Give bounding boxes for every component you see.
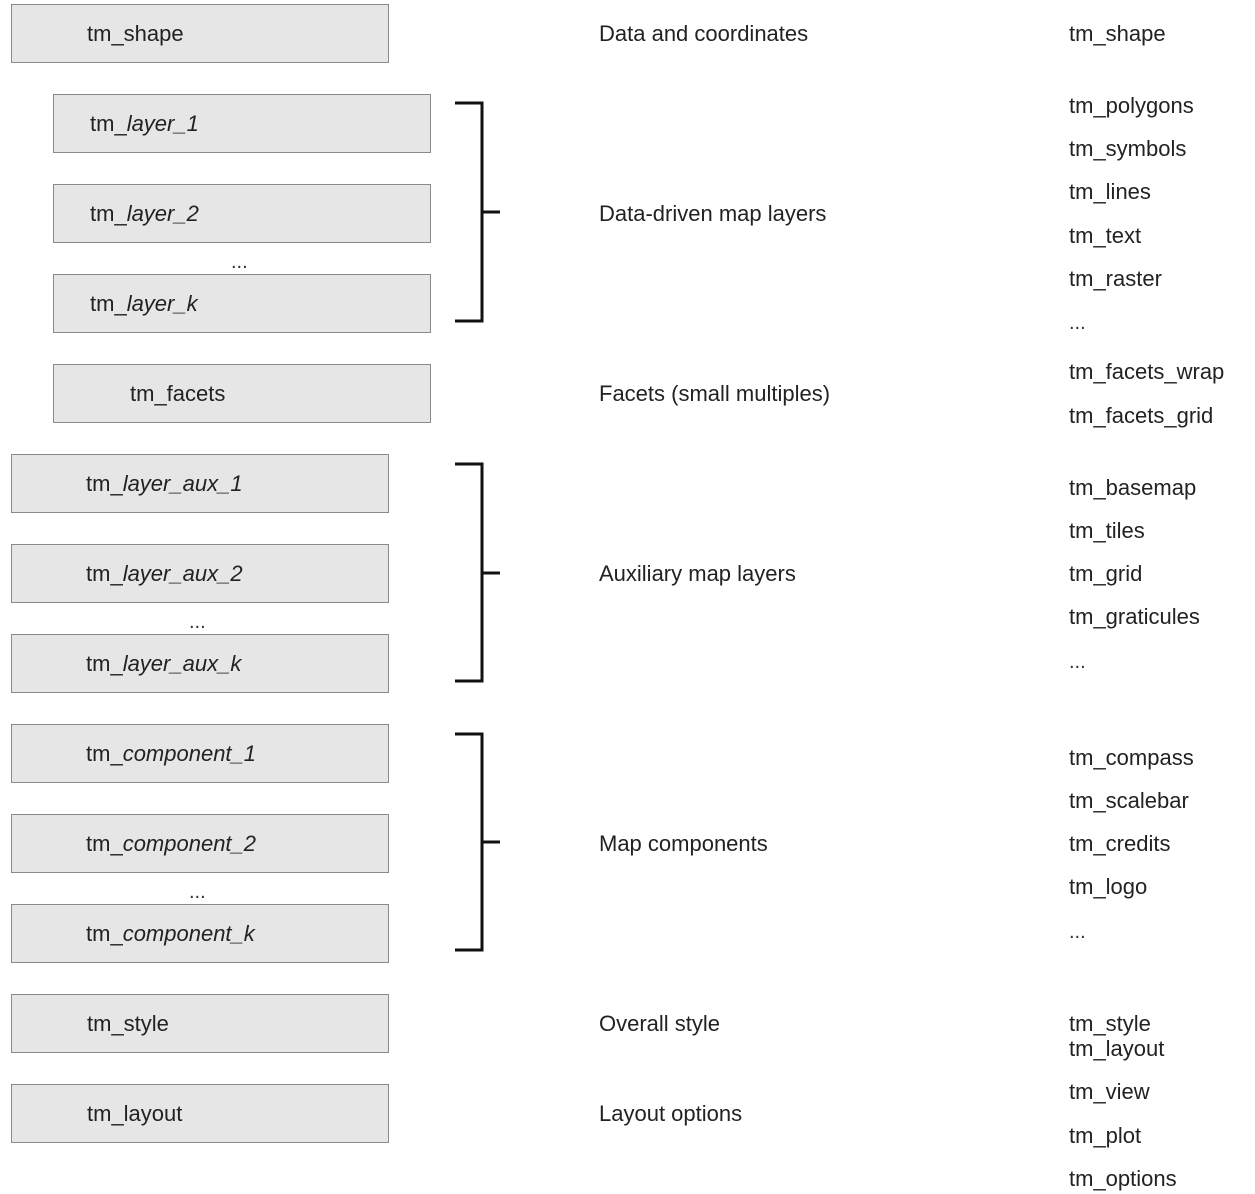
box-label-prefix: tm_ <box>86 740 123 766</box>
box-label-prefix: tm_ <box>86 830 123 856</box>
fn-item: tm_style <box>1069 1011 1151 1036</box>
fn-ellipsis: ... <box>1069 312 1086 334</box>
fn-ellipsis: ... <box>1069 921 1086 943</box>
box-tm-layout: tm_layout <box>11 1084 389 1143</box>
desc-components: Map components <box>599 831 768 856</box>
box-tm-style: tm_style <box>11 994 389 1053</box>
box-label-prefix: tm_ <box>86 920 123 946</box>
ellipsis-components: ... <box>189 881 206 903</box>
box-label: tm_layout <box>87 1100 183 1126</box>
box-label-prefix: tm_ <box>86 650 123 676</box>
box-label-prefix: tm_ <box>86 470 123 496</box>
box-tm-layer-aux-2: tm_layer_aux_2 <box>11 544 389 603</box>
fn-item: tm_basemap <box>1069 475 1197 500</box>
fn-item: tm_layout <box>1069 1036 1165 1061</box>
box-tm-layer-2: tm_layer_2 <box>53 184 431 243</box>
box-label-italic: layer_1 <box>126 110 199 136</box>
fn-item: tm_compass <box>1069 745 1194 770</box>
box-tm-facets: tm_facets <box>53 364 431 423</box>
box-label-italic: layer_2 <box>126 200 199 226</box>
box-tm-component-2: tm_component_2 <box>11 814 389 873</box>
desc-layout-options: Layout options <box>599 1101 743 1126</box>
fn-item: tm_view <box>1069 1079 1150 1104</box>
desc-data-coordinates: Data and coordinates <box>599 21 809 46</box>
box-label: tm_style <box>87 1010 169 1036</box>
fn-ellipsis: ... <box>1069 651 1086 673</box>
box-label-italic: component_k <box>122 920 255 946</box>
desc-facets: Facets (small multiples) <box>599 381 831 406</box>
ellipsis-aux: ... <box>189 611 206 633</box>
box-label-italic: layer_aux_2 <box>122 560 243 586</box>
fn-item: tm_lines <box>1069 179 1151 204</box>
box-label-italic: layer_aux_1 <box>122 470 243 496</box>
fn-item: tm_facets_grid <box>1069 403 1214 428</box>
box-label-prefix: tm_ <box>90 200 127 226</box>
bracket-components <box>455 732 500 952</box>
fn-item: tm_plot <box>1069 1123 1142 1148</box>
box-label: tm_facets <box>130 380 226 406</box>
box-tm-layer-aux-1: tm_layer_aux_1 <box>11 454 389 513</box>
box-label-prefix: tm_ <box>90 290 127 316</box>
fn-item: tm_logo <box>1069 874 1148 899</box>
desc-auxiliary-layers: Auxiliary map layers <box>599 561 796 586</box>
box-label-prefix: tm_ <box>90 110 127 136</box>
fn-item: tm_grid <box>1069 561 1143 586</box>
box-label: tm_shape <box>87 20 184 46</box>
fn-item: tm_graticules <box>1069 604 1200 629</box>
bracket-data-driven-layers <box>455 101 500 323</box>
desc-overall-style: Overall style <box>599 1011 721 1036</box>
fn-item: tm_credits <box>1069 831 1171 856</box>
box-tm-component-1: tm_component_1 <box>11 724 389 783</box>
fn-item: tm_scalebar <box>1069 788 1189 813</box>
bracket-auxiliary-layers <box>455 462 500 683</box>
box-label-prefix: tm_ <box>86 560 123 586</box>
ellipsis-layers: ... <box>231 251 248 273</box>
fn-item: tm_facets_wrap <box>1069 359 1225 384</box>
box-tm-layer-k: tm_layer_k <box>53 274 431 333</box>
box-label-italic: component_2 <box>122 830 257 856</box>
box-tm-component-k: tm_component_k <box>11 904 389 963</box>
fn-item: tm_text <box>1069 223 1142 248</box>
box-label-italic: component_1 <box>122 740 257 766</box>
fn-item: tm_shape <box>1069 21 1166 46</box>
box-tm-layer-1: tm_layer_1 <box>53 94 431 153</box>
box-tm-shape: tm_shape <box>11 4 389 63</box>
fn-item: tm_tiles <box>1069 518 1145 543</box>
box-label-italic: layer_k <box>126 290 198 316</box>
box-tm-layer-aux-k: tm_layer_aux_k <box>11 634 389 693</box>
box-label-italic: layer_aux_k <box>122 650 242 676</box>
fn-item: tm_polygons <box>1069 93 1194 118</box>
fn-item: tm_symbols <box>1069 136 1187 161</box>
fn-item: tm_options <box>1069 1166 1177 1191</box>
desc-data-driven-layers: Data-driven map layers <box>599 201 827 226</box>
fn-item: tm_raster <box>1069 266 1162 291</box>
